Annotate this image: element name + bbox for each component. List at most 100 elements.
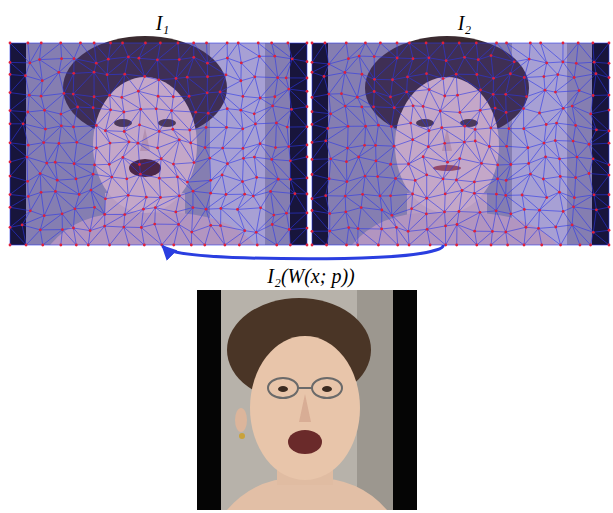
mesh-vertex (361, 193, 364, 196)
mesh-vertex (108, 244, 111, 247)
mesh-vertex (188, 95, 191, 98)
mesh-vertex (225, 193, 228, 196)
mesh-vertex (38, 58, 41, 61)
mesh-vertex (120, 96, 123, 99)
mesh-vertex (72, 126, 75, 129)
mesh-vertex (72, 227, 75, 230)
mesh-vertex (311, 71, 314, 74)
mesh-vertex (496, 164, 499, 167)
mesh-vertex (389, 96, 392, 99)
mesh-vertex (93, 42, 96, 45)
mesh-vertex (412, 104, 415, 107)
mesh-vertex (554, 139, 557, 142)
mesh-vertex (306, 244, 309, 247)
mesh-vertex (225, 126, 228, 129)
mesh-vertex (504, 231, 507, 234)
mesh-vertex (440, 126, 443, 129)
mesh-vertex (122, 226, 125, 229)
mesh-vertex (311, 141, 314, 144)
mesh-vertex (294, 192, 297, 195)
mesh-vertex (324, 42, 327, 45)
mesh-vertex (588, 172, 591, 175)
mesh-vertex (592, 94, 595, 97)
mesh-vertex (608, 174, 611, 177)
mesh-vertex (396, 42, 399, 45)
mesh-vertex (26, 180, 29, 183)
mesh-vertex (287, 88, 290, 91)
mesh-vertex (253, 75, 256, 78)
mesh-vertex (461, 189, 464, 192)
mesh-vertex (193, 161, 196, 164)
image-i2 (311, 36, 611, 246)
image-panel: I₂(W(x; p)) (197, 262, 425, 510)
mesh-vertex (494, 107, 497, 110)
mesh-vertex (186, 181, 189, 184)
mesh-vertex (270, 158, 273, 161)
mesh-vertex (509, 212, 512, 215)
mesh-vertex (390, 214, 393, 217)
mesh-vertex (345, 160, 348, 163)
mesh-vertex (443, 142, 446, 145)
mesh-vertex (393, 145, 396, 148)
mesh-vertex (324, 194, 327, 197)
image-label: I₂ (312, 4, 613, 43)
mesh-vertex (574, 124, 577, 127)
mesh-vertex (188, 129, 191, 132)
mesh-vertex (103, 213, 106, 216)
triangle-mesh (311, 42, 611, 247)
mesh-vertex (543, 142, 546, 145)
mesh-vertex (139, 173, 142, 176)
mesh-vertex (389, 194, 392, 197)
mesh-vertex (439, 110, 442, 113)
mesh-vertex (588, 143, 591, 146)
mesh-vertex (389, 163, 392, 166)
mesh-vertex (505, 145, 508, 148)
mesh-vertex (445, 59, 448, 62)
mesh-vertex (495, 193, 498, 196)
mesh-vertex (442, 178, 445, 181)
mesh-vertex (311, 158, 314, 161)
mesh-vertex (107, 58, 110, 61)
mesh-vertex (127, 55, 130, 58)
mesh-vertex (396, 57, 399, 60)
mesh-vertex (289, 178, 292, 181)
mesh-vertex (45, 162, 48, 165)
mesh-vertex (578, 89, 581, 92)
mesh-vertex (9, 122, 12, 125)
mesh-vertex (577, 42, 580, 45)
mesh-vertex (60, 57, 63, 60)
mesh-vertex (357, 227, 360, 230)
mesh-vertex (154, 206, 157, 209)
mesh-vertex (422, 155, 425, 158)
mesh-vertex (75, 177, 78, 180)
mesh-vertex (285, 212, 288, 215)
mesh-vertex (109, 142, 112, 145)
mesh-vertex (608, 206, 611, 209)
mesh-vertex (556, 73, 559, 76)
mesh-vertex (176, 176, 179, 179)
mesh-vertex (443, 211, 446, 214)
mesh-vertex (139, 108, 142, 111)
mesh-vertex (329, 157, 332, 160)
mesh-vertex (41, 79, 44, 82)
mesh-vertex (489, 127, 492, 130)
mesh-vertex (306, 105, 309, 108)
mesh-vertex (286, 126, 289, 129)
mesh-vertex (529, 42, 532, 45)
mesh-vertex (306, 77, 309, 80)
mesh-vertex (288, 228, 291, 231)
mesh-vertex (357, 156, 360, 159)
mesh-vertex (538, 209, 541, 212)
mesh-vertex (538, 112, 541, 115)
mesh-vertex (306, 227, 309, 230)
mesh-vertex (408, 244, 411, 247)
mesh-vertex (206, 62, 209, 65)
mesh-vertex (608, 193, 611, 196)
mesh-vertex (93, 71, 96, 74)
mesh-vertex (473, 230, 476, 233)
mesh-vertex (243, 193, 246, 196)
mesh-vertex (575, 62, 578, 65)
image-frame (312, 43, 613, 245)
mesh-vertex (589, 244, 592, 247)
